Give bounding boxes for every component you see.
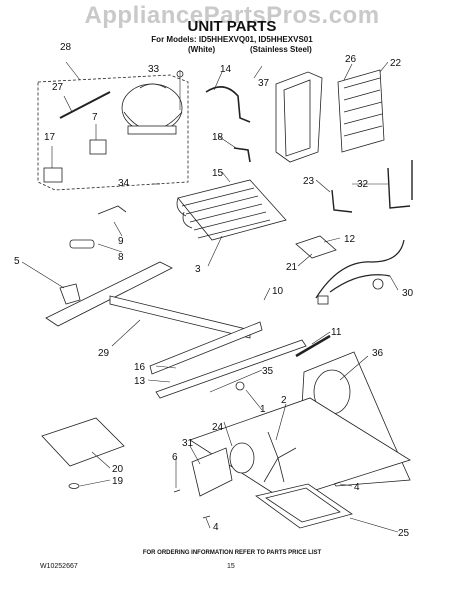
watermark: AppliancePartsPros.com <box>84 2 380 29</box>
rails <box>155 334 331 399</box>
callout-9: 9 <box>118 236 124 247</box>
drain-tubes <box>331 160 413 213</box>
callout-32: 32 <box>357 179 369 190</box>
callout-19: 19 <box>112 476 124 487</box>
bracket <box>295 235 337 259</box>
fan-assembly <box>191 381 297 497</box>
callout-10: 10 <box>272 286 284 297</box>
callout-29: 29 <box>98 348 110 359</box>
callout-36: 36 <box>372 348 384 359</box>
callout-27: 27 <box>52 82 64 93</box>
compressor-kit-box <box>37 74 189 191</box>
wire-harness <box>315 239 405 305</box>
callout-30: 30 <box>402 288 414 299</box>
small-parts <box>69 205 127 249</box>
callout-16: 16 <box>134 362 146 373</box>
condenser-coil <box>337 69 385 153</box>
finish-stainless: (Stainless Steel) <box>250 45 312 54</box>
callout-37: 37 <box>258 78 270 89</box>
callout-14: 14 <box>220 64 232 75</box>
condenser-housing <box>275 71 323 163</box>
callout-12: 12 <box>344 234 356 245</box>
callout-33: 33 <box>148 64 160 75</box>
callout-23: 23 <box>303 176 315 187</box>
tubes <box>205 86 251 163</box>
callout-5: 5 <box>14 256 20 267</box>
drain-pan <box>255 483 353 529</box>
callout-7: 7 <box>92 112 98 123</box>
callout-26: 26 <box>345 54 357 65</box>
callout-4-right: 4 <box>354 482 360 493</box>
ordering-note: FOR ORDERING INFORMATION REFER TO PARTS … <box>142 550 322 556</box>
model-numbers: For Models: ID5HHEXVQ01, ID5HHEXVS01 <box>151 35 313 44</box>
base-frame <box>45 261 263 375</box>
callout-2: 2 <box>281 395 287 406</box>
base-pan <box>189 397 411 501</box>
callout-25: 25 <box>398 528 410 539</box>
callout-35: 35 <box>262 366 274 377</box>
callout-17: 17 <box>44 132 56 143</box>
leader-lines <box>21 61 399 533</box>
evaporator-coil <box>176 179 287 241</box>
callout-15: 15 <box>212 168 224 179</box>
document-number: W10252667 <box>40 563 78 570</box>
compressor <box>121 70 184 135</box>
callout-24: 24 <box>212 422 224 433</box>
relay-overload-parts <box>43 91 111 183</box>
callout-11: 11 <box>331 327 342 338</box>
callout-3: 3 <box>195 264 201 275</box>
callout-31: 31 <box>182 438 194 449</box>
finish-white: (White) <box>188 45 216 54</box>
callout-20: 20 <box>112 464 124 475</box>
callout-34: 34 <box>118 178 130 189</box>
callout-22: 22 <box>390 58 402 69</box>
callout-13: 13 <box>134 376 146 387</box>
callout-28: 28 <box>60 42 72 53</box>
page-title: UNIT PARTS <box>187 18 277 35</box>
screws <box>68 481 341 519</box>
callout-1: 1 <box>260 404 266 415</box>
callout-21: 21 <box>286 262 298 273</box>
callout-8: 8 <box>118 252 124 263</box>
callout-4-bottom: 4 <box>213 522 219 533</box>
cover-plate <box>41 417 125 467</box>
callout-6: 6 <box>172 452 178 463</box>
callout-18: 18 <box>212 132 224 143</box>
page-number: 15 <box>227 563 235 570</box>
